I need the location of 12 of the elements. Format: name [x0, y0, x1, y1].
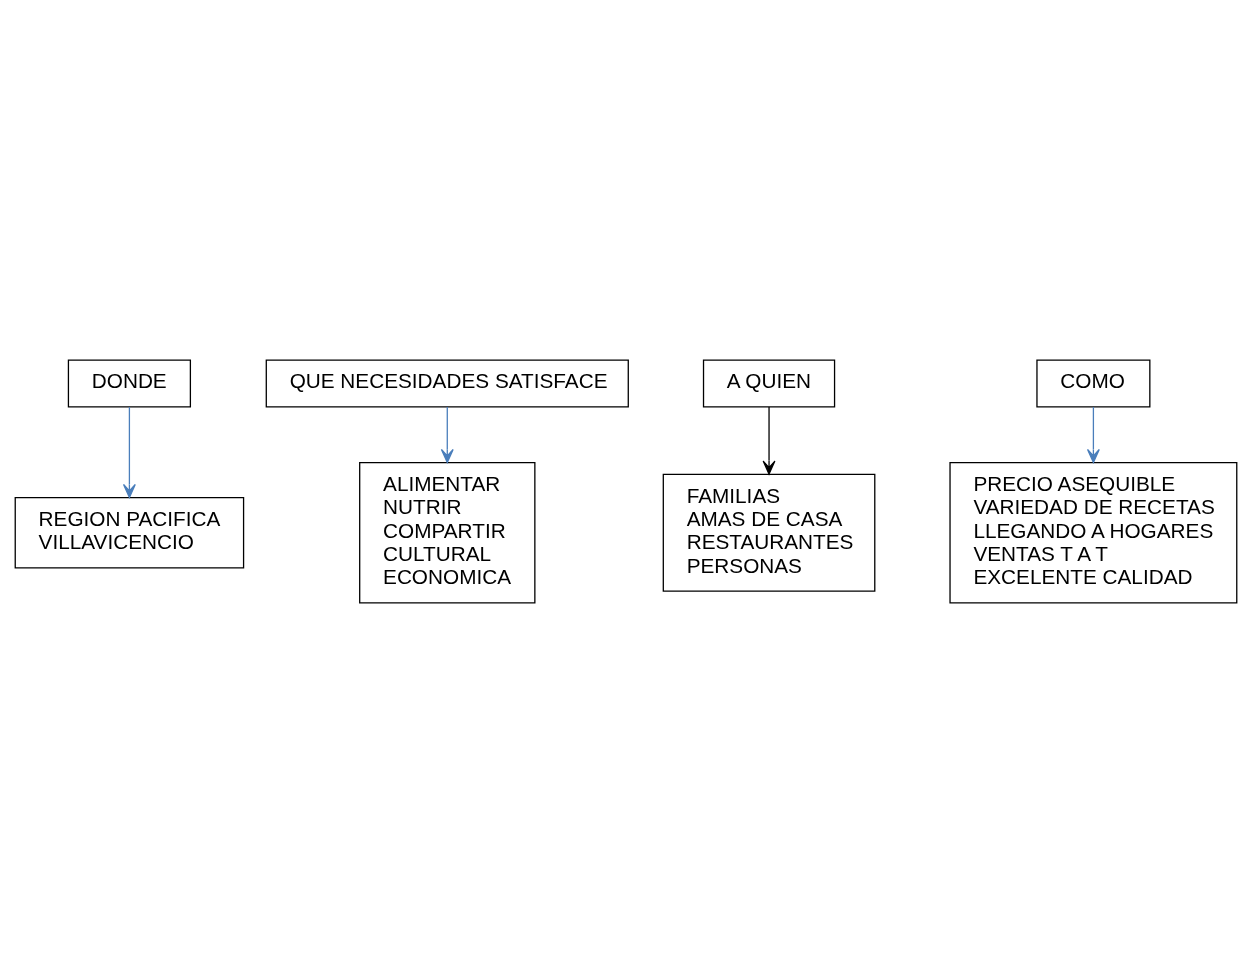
node-box: QUE NECESIDADES SATISFACE	[265, 359, 629, 408]
arrow	[762, 405, 776, 475]
arrow	[440, 405, 454, 463]
node-box: COMO	[1036, 359, 1151, 408]
node-box: PRECIO ASEQUIBLE VARIEDAD DE RECETAS LLEGANDO A HOGARES VENTAS T A T EXCELENTE CALIDAD	[949, 461, 1238, 603]
node-box: DONDE	[67, 359, 192, 408]
node-box: ALIMENTAR NUTRIR COMPARTIR CULTURAL ECONOMICA	[359, 461, 536, 603]
node-box: REGION PACIFICA VILLAVICENCIO	[14, 496, 245, 568]
arrow	[122, 405, 136, 498]
node-box: A QUIEN	[702, 359, 836, 408]
arrow	[1086, 405, 1100, 463]
node-box: FAMILIAS AMAS DE CASA RESTAURANTES PERSONAS	[662, 473, 876, 592]
